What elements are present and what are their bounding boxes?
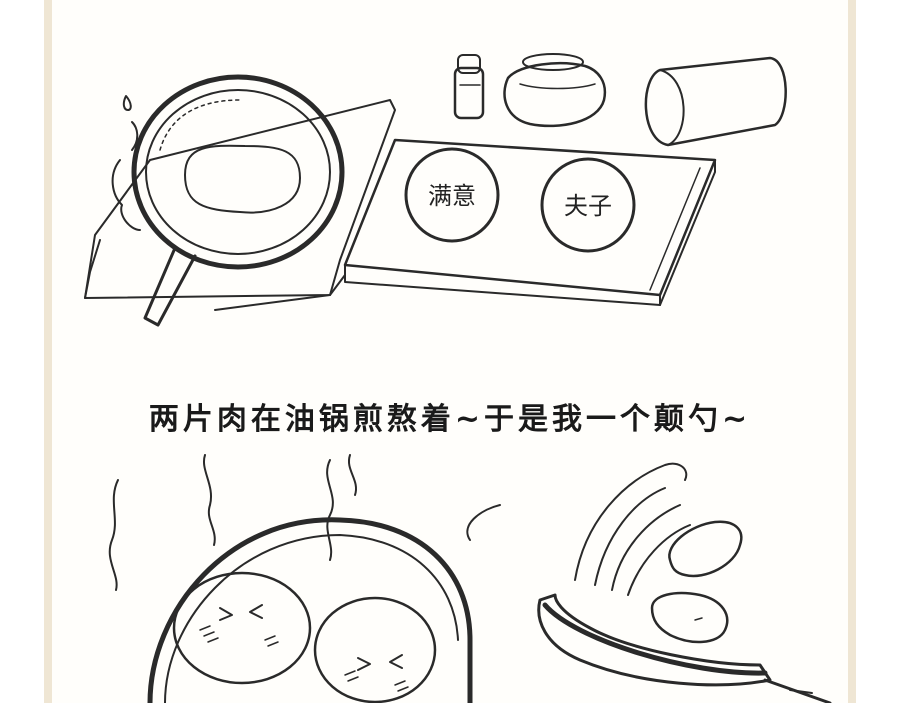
pan-flip-scene [108, 454, 832, 703]
plate-left [404, 147, 500, 243]
flipping-pan [537, 593, 772, 687]
plate-right-label: 夫子 [564, 192, 612, 220]
tray [343, 138, 717, 297]
meat-in-pan [184, 144, 301, 214]
jar [503, 62, 607, 128]
patty-right [313, 596, 437, 703]
patty-left [172, 571, 312, 685]
caption-text: 两片肉在油锅煎熬着~于是我一个颠勺~ [148, 402, 752, 437]
right-border [848, 0, 856, 703]
plate-right [540, 157, 636, 253]
pan-handle [143, 246, 197, 327]
big-pan [147, 517, 473, 703]
comic-panel [52, 0, 848, 703]
left-border [44, 0, 52, 703]
flying-patty-top [668, 520, 743, 578]
plate-left-label: 满意 [428, 182, 476, 210]
cylinder-container [644, 56, 787, 147]
flying-patty-bottom [650, 591, 729, 644]
frying-pan [131, 74, 345, 270]
seasoning-bottle [453, 66, 485, 120]
stove-scene [84, 53, 787, 327]
